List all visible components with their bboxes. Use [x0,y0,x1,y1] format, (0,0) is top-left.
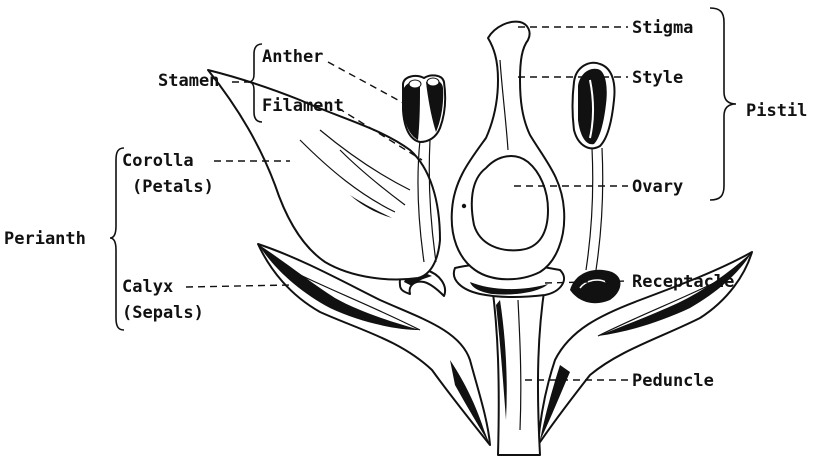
pistil-brace [710,8,736,200]
right-stamen [573,63,615,270]
label-stamen: Stamen [158,71,219,91]
pistil-body [452,22,565,280]
label-stigma: Stigma [632,18,693,38]
label-pistil: Pistil [746,101,807,121]
right-calyx-curl [570,270,620,303]
label-calyx: Calyx [122,277,173,297]
label-corolla: Corolla [122,151,194,171]
peduncle-stalk [492,285,545,455]
label-filament: Filament [262,96,344,116]
label-peduncle: Peduncle [632,371,714,391]
label-petals: (Petals) [132,177,214,197]
label-receptacle: Receptacle [632,272,734,292]
label-sepals: (Sepals) [122,303,204,323]
label-perianth: Perianth [4,229,86,249]
calyx-leader [186,285,290,287]
label-anther: Anther [262,47,323,67]
label-ovary: Ovary [632,177,683,197]
label-style: Style [632,68,683,88]
